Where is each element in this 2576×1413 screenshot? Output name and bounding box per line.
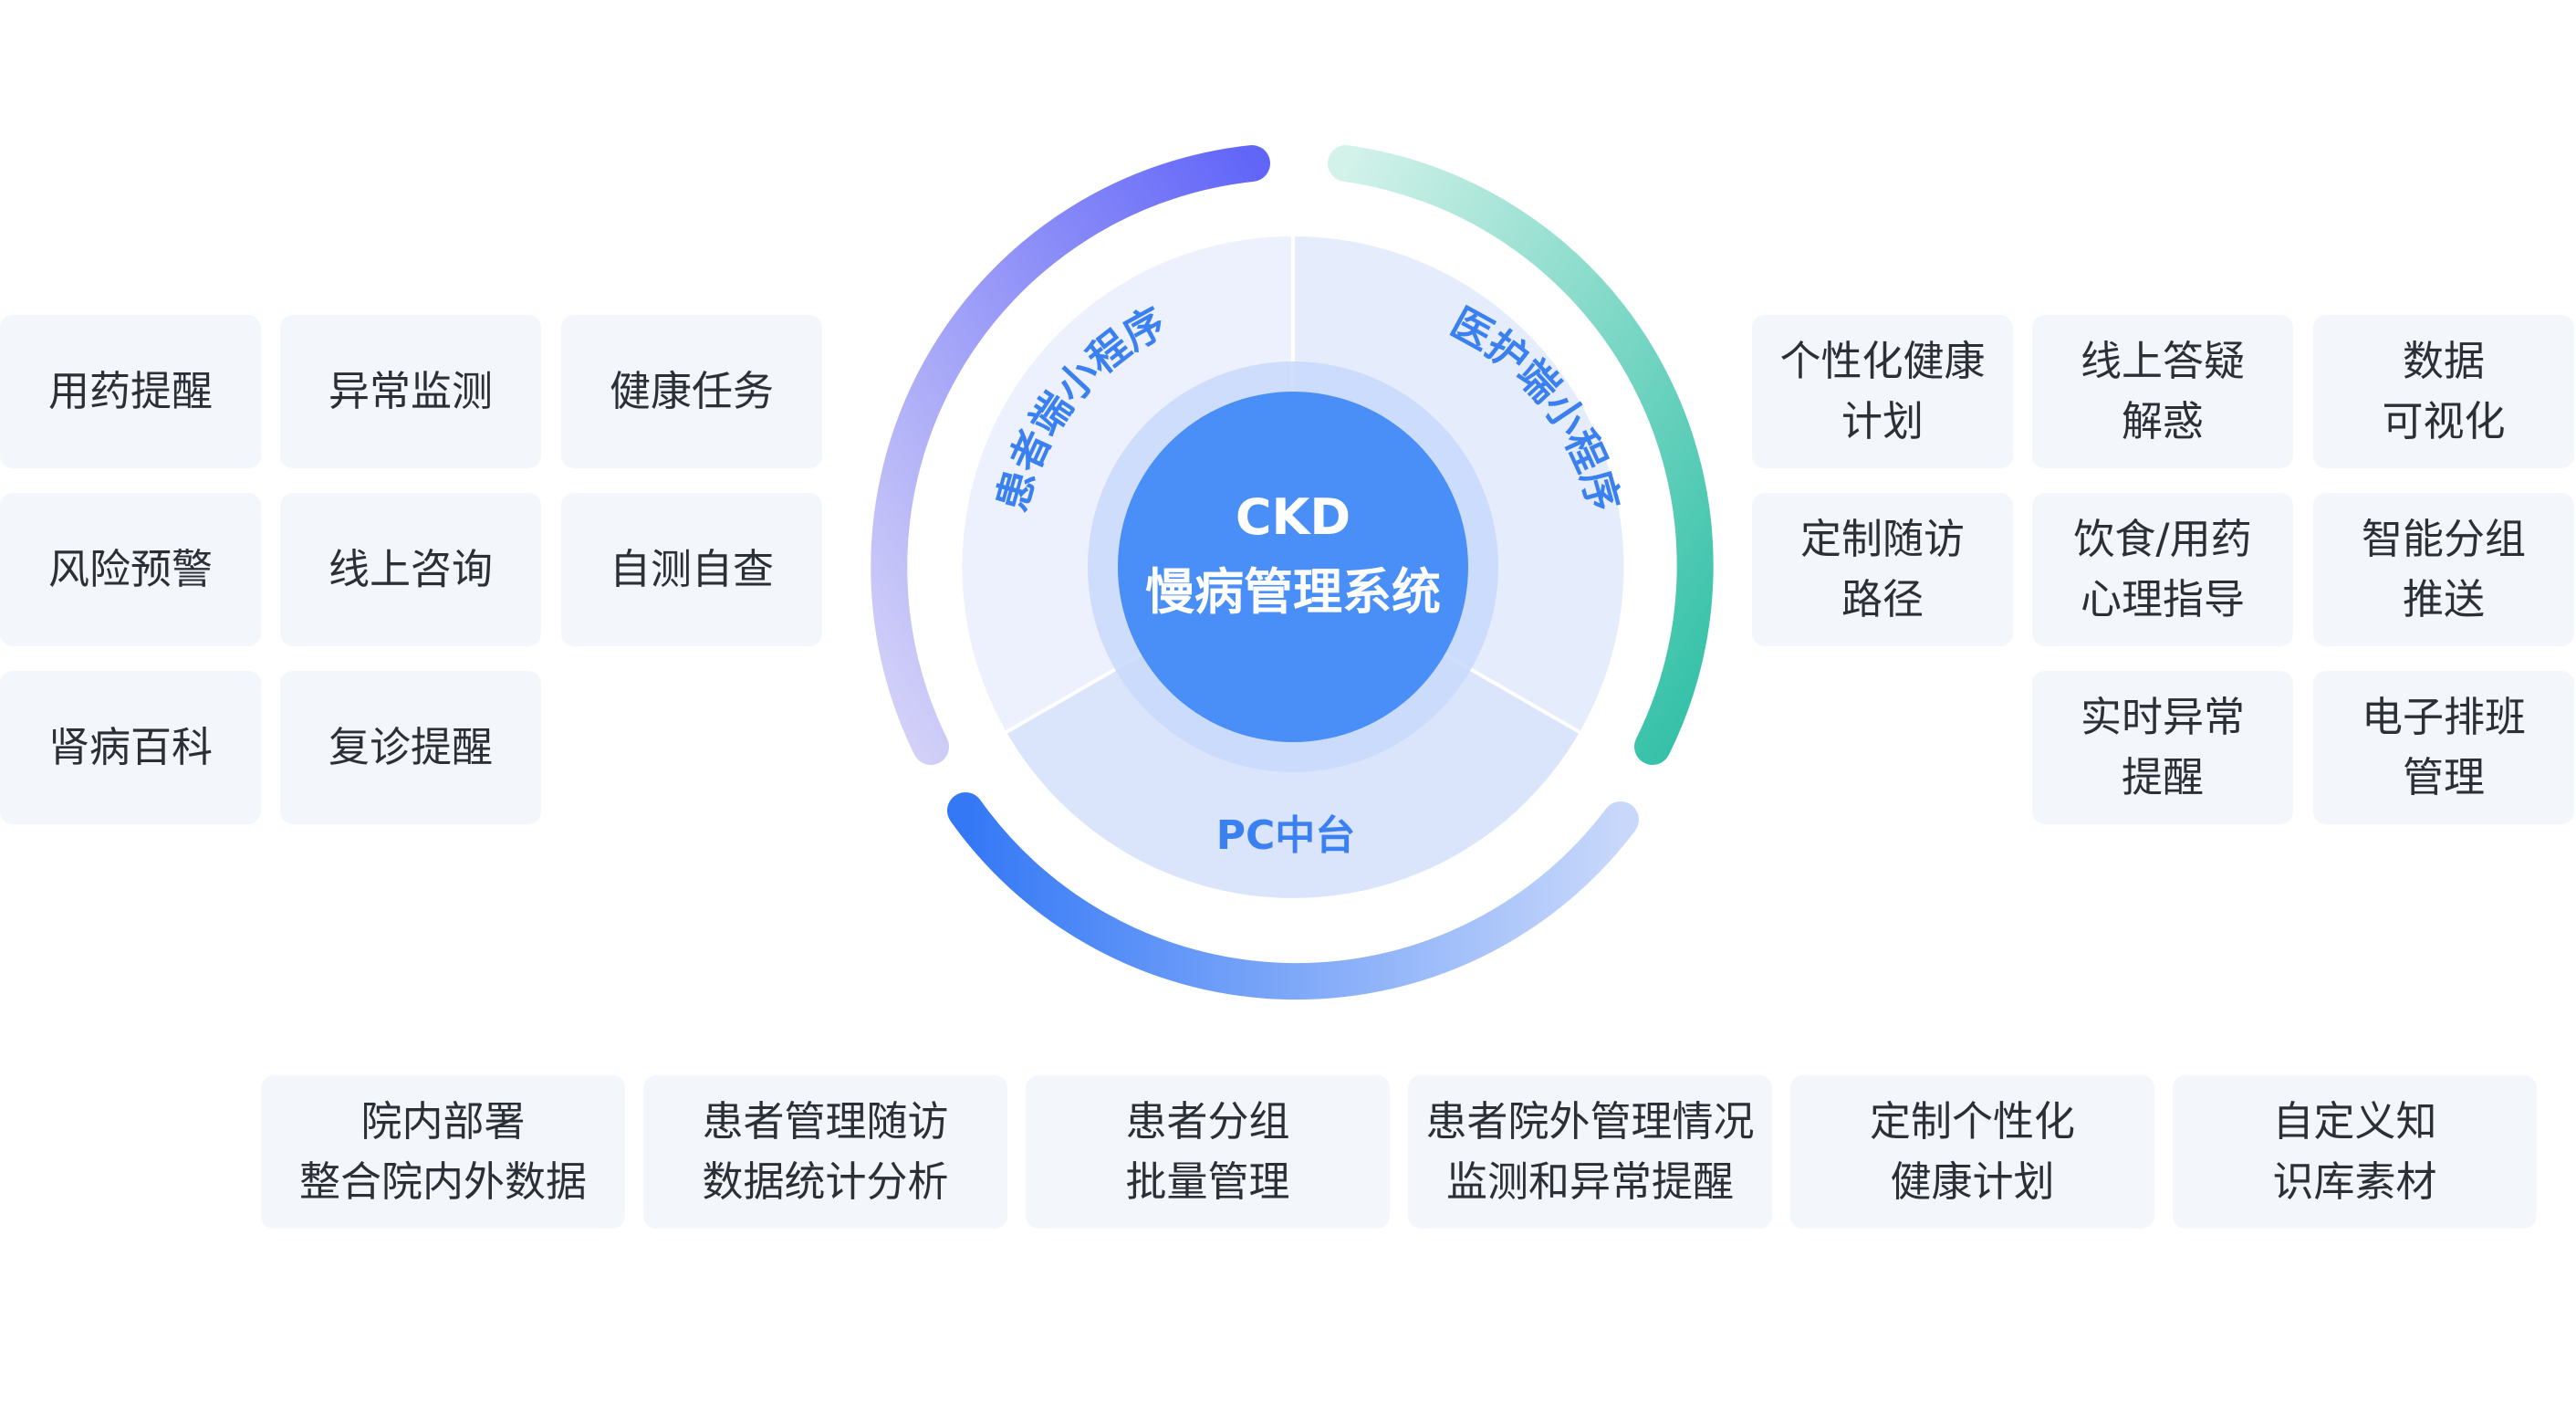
- feature-tile: 肾病百科: [0, 671, 261, 824]
- feature-tile: 实时异常 提醒: [2032, 671, 2293, 824]
- feature-text: 可视化: [2382, 397, 2506, 445]
- core-title: CKD: [1236, 488, 1351, 546]
- feature-tile: 定制个性化 健康计划: [1790, 1075, 2154, 1229]
- feature-text: 管理: [2402, 753, 2485, 801]
- feature-tile: 患者分组 批量管理: [1026, 1075, 1390, 1229]
- feature-text: 线上答疑: [2080, 337, 2245, 385]
- medical-arc: [1328, 145, 1714, 765]
- feature-text: 肾病百科: [47, 723, 213, 771]
- feature-text: 识库素材: [2272, 1157, 2437, 1206]
- feature-tile: 线上咨询: [280, 493, 541, 646]
- feature-text: 健康任务: [609, 367, 774, 415]
- feature-text: 自定义知: [2272, 1097, 2437, 1146]
- feature-tile: 自定义知 识库素材: [2173, 1075, 2537, 1229]
- feature-text: 院内部署: [360, 1097, 526, 1146]
- feature-text: 定制随访: [1799, 515, 1965, 563]
- feature-text: 用药提醒: [47, 367, 213, 415]
- feature-tile: 用药提醒: [0, 315, 261, 468]
- feature-text: 解惑: [2121, 397, 2204, 445]
- feature-tile: 个性化健康 计划: [1752, 315, 2013, 468]
- feature-tile: 智能分组 推送: [2313, 493, 2574, 646]
- feature-text: 复诊提醒: [328, 723, 493, 771]
- feature-text: 患者管理随访: [702, 1097, 949, 1146]
- core-circle: [1118, 392, 1468, 742]
- feature-text: 患者院外管理情况: [1425, 1097, 1755, 1146]
- feature-tile: 电子排班 管理: [2313, 671, 2574, 824]
- pc-arc: [947, 792, 1639, 1000]
- feature-text: 批量管理: [1125, 1157, 1290, 1206]
- feature-tile: 自测自查: [561, 493, 822, 646]
- core-subtitle: 慢病管理系统: [1145, 563, 1441, 621]
- feature-tile: 异常监测: [280, 315, 541, 468]
- feature-text: 计划: [1841, 397, 1924, 445]
- feature-text: 监测和异常提醒: [1445, 1157, 1734, 1206]
- feature-tile: 定制随访 路径: [1752, 493, 2013, 646]
- feature-text: 智能分组: [2361, 515, 2526, 563]
- feature-text: 饮食/用药: [2073, 515, 2252, 563]
- feature-tile: 饮食/用药 心理指导: [2032, 493, 2293, 646]
- feature-text: 异常监测: [328, 367, 493, 415]
- feature-tile: 复诊提醒: [280, 671, 541, 824]
- feature-text: 数据统计分析: [702, 1157, 949, 1206]
- feature-text: 数据: [2402, 337, 2485, 385]
- feature-text: 健康计划: [1890, 1157, 2055, 1206]
- feature-tile: 风险预警: [0, 493, 261, 646]
- feature-tile: 患者管理随访 数据统计分析: [643, 1075, 1007, 1229]
- feature-text: 电子排班: [2361, 693, 2526, 741]
- feature-text: 提醒: [2121, 753, 2204, 801]
- feature-text: 心理指导: [2080, 575, 2245, 623]
- feature-tile: 线上答疑 解惑: [2032, 315, 2293, 468]
- feature-tile: 数据 可视化: [2313, 315, 2574, 468]
- feature-text: 个性化健康: [1779, 337, 1986, 385]
- feature-text: 路径: [1841, 575, 1924, 623]
- patient-arc: [871, 145, 1270, 765]
- feature-text: 风险预警: [47, 545, 213, 593]
- feature-text: 整合院内外数据: [298, 1157, 587, 1206]
- feature-tile: 患者院外管理情况 监测和异常提醒: [1408, 1075, 1772, 1229]
- feature-text: 实时异常: [2080, 693, 2245, 741]
- feature-tile: 健康任务: [561, 315, 822, 468]
- feature-tile: 院内部署 整合院内外数据: [261, 1075, 625, 1229]
- feature-text: 患者分组: [1125, 1097, 1290, 1146]
- segment-label-pc: PC中台: [1216, 812, 1356, 859]
- feature-text: 推送: [2402, 575, 2485, 623]
- feature-text: 定制个性化: [1869, 1097, 2075, 1146]
- feature-text: 线上咨询: [328, 545, 493, 593]
- feature-text: 自测自查: [609, 545, 774, 593]
